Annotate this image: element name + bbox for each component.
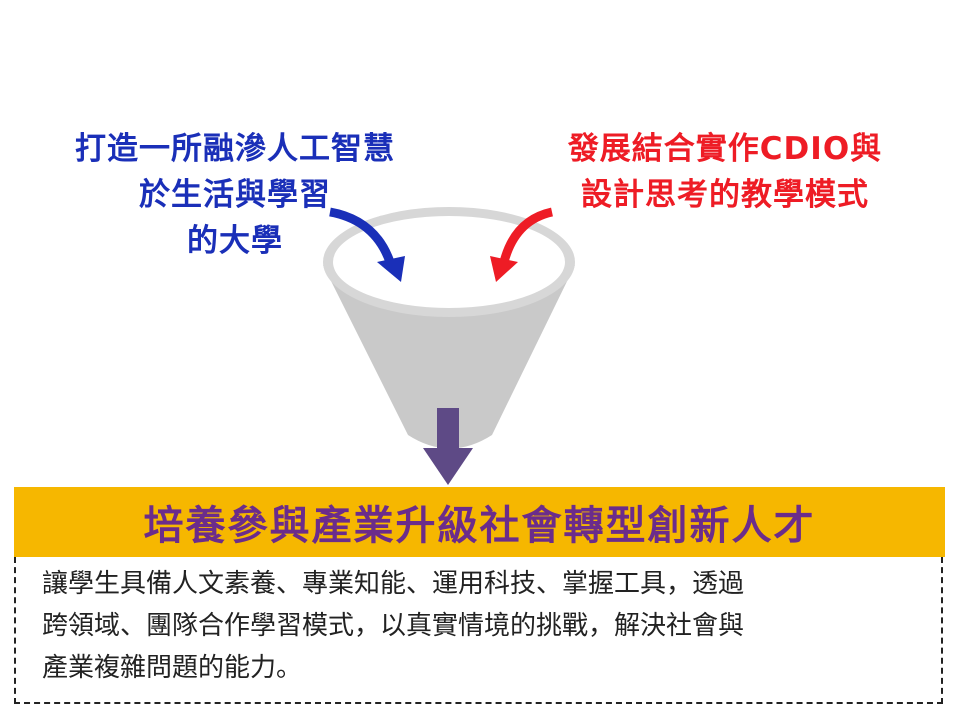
blue-arrowhead-icon (377, 256, 405, 282)
left-goal-text: 打造一所融滲人工智慧 於生活與學習 的大學 (40, 126, 430, 264)
down-arrowhead-icon (423, 448, 473, 485)
description-text: 讓學生具備人文素養、專業知能、運用科技、掌握工具，透過 跨領域、團隊合作學習模式… (42, 563, 922, 689)
description-line: 讓學生具備人文素養、專業知能、運用科技、掌握工具，透過 (42, 569, 745, 599)
description-line: 跨領域、團隊合作學習模式，以真實情境的挑戰，解決社會與 (42, 611, 745, 641)
down-arrow-shaft (437, 408, 459, 450)
right-goal-line: 發展結合實作CDIO與 (567, 131, 883, 167)
left-goal-line: 於生活與學習 (139, 177, 331, 213)
banner-title: 培養參與產業升級社會轉型創新人才 (143, 503, 816, 549)
left-goal-line: 打造一所融滲人工智慧 (75, 131, 395, 167)
description-box (14, 557, 943, 704)
right-goal-text: 發展結合實作CDIO與 設計思考的教學模式 (540, 126, 910, 218)
funnel-body (323, 265, 575, 449)
red-curved-arrow (499, 207, 554, 264)
description-line: 產業複雜問題的能力。 (42, 653, 303, 683)
outcome-banner: 培養參與產業升級社會轉型創新人才 (14, 487, 945, 557)
red-arrowhead-icon (490, 256, 518, 282)
right-goal-line: 設計思考的教學模式 (581, 177, 869, 213)
blue-curved-arrow (329, 207, 395, 264)
funnel-opening (333, 216, 565, 308)
left-goal-line: 的大學 (187, 223, 283, 259)
